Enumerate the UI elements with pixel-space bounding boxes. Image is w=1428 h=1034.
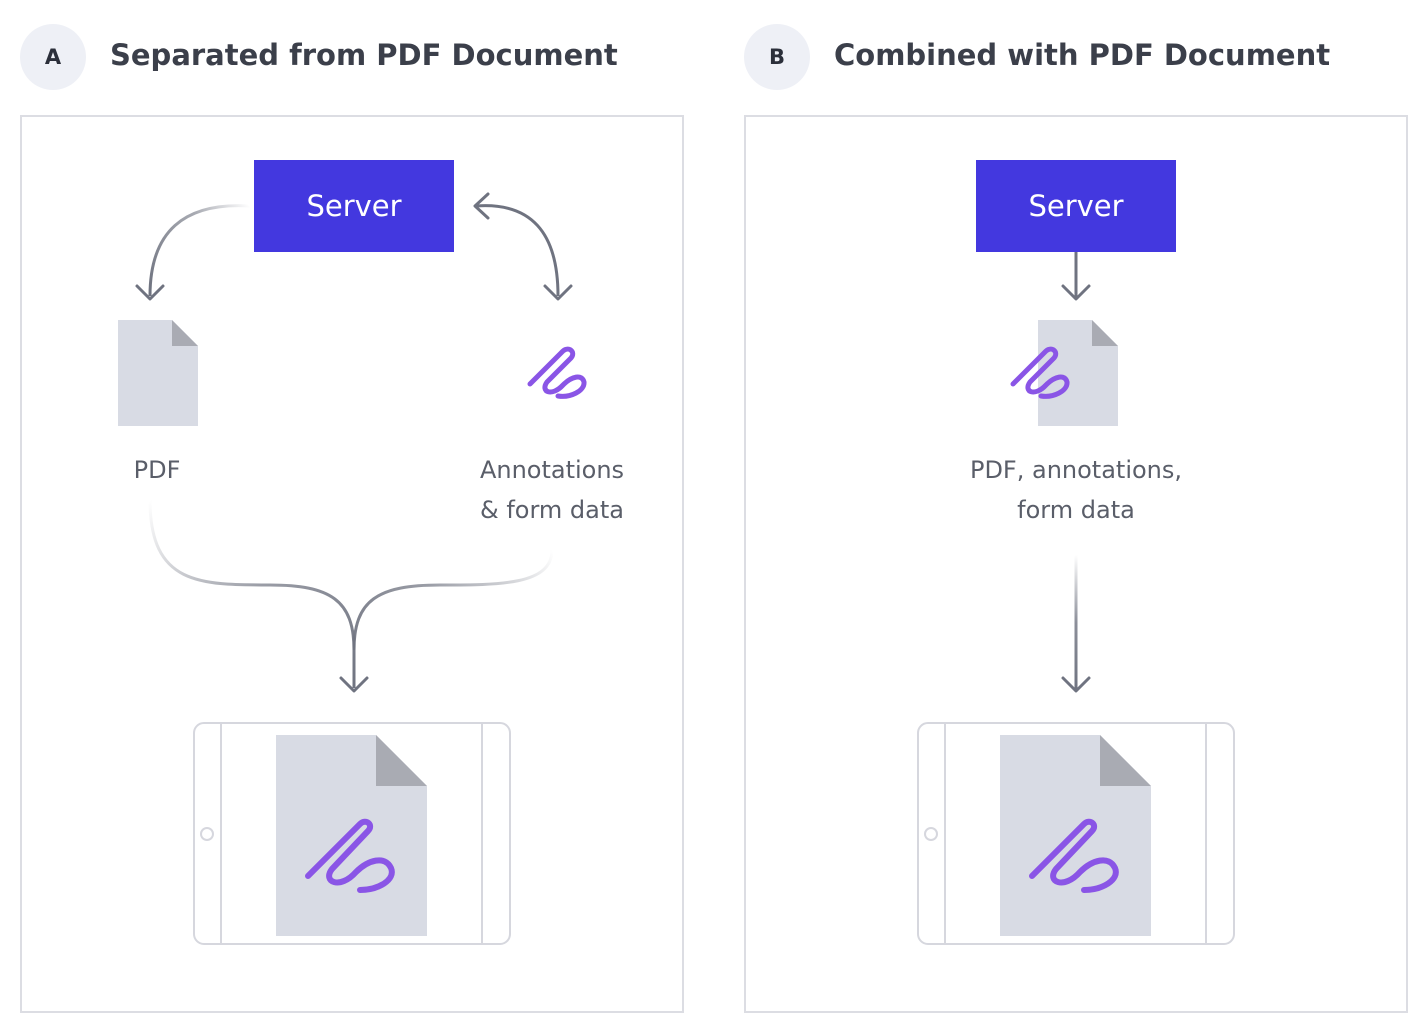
server-box-a: Server bbox=[254, 160, 454, 252]
arrowhead-combined bbox=[1061, 284, 1091, 301]
pdf-label: PDF bbox=[100, 450, 214, 490]
arrowhead-device-b bbox=[1061, 676, 1091, 693]
badge-a: A bbox=[20, 24, 86, 90]
arrowhead-pdf bbox=[135, 284, 165, 301]
combined-label: PDF, annotations, form data bbox=[936, 450, 1216, 530]
combined-document-icon bbox=[1010, 320, 1118, 426]
merge-line-from-annotations bbox=[352, 549, 554, 651]
annotations-label-line2: & form data bbox=[480, 496, 624, 524]
arrow-server-annotations-bidirectional bbox=[475, 204, 560, 297]
pdf-label-text: PDF bbox=[133, 456, 181, 484]
annotations-label-line1: Annotations bbox=[479, 456, 625, 484]
server-box-b: Server bbox=[976, 160, 1176, 252]
annotation-squiggle-icon bbox=[527, 346, 587, 399]
arrow-server-to-pdf bbox=[148, 204, 251, 297]
arrowhead-device-a bbox=[339, 676, 369, 693]
title-separated: Separated from PDF Document bbox=[110, 38, 618, 72]
combined-label-line1: PDF, annotations, bbox=[969, 456, 1183, 484]
title-combined: Combined with PDF Document bbox=[834, 38, 1331, 72]
tablet-device-b bbox=[917, 722, 1235, 945]
arrowhead-server-side bbox=[473, 192, 490, 220]
badge-b: B bbox=[744, 24, 810, 90]
annotations-label: Annotations & form data bbox=[452, 450, 652, 530]
arrowhead-annotations-side bbox=[543, 284, 573, 301]
combined-label-line2: form data bbox=[1017, 496, 1135, 524]
merge-line-from-pdf bbox=[148, 499, 356, 688]
tablet-device-a bbox=[193, 722, 511, 945]
pdf-document-icon bbox=[118, 320, 198, 426]
